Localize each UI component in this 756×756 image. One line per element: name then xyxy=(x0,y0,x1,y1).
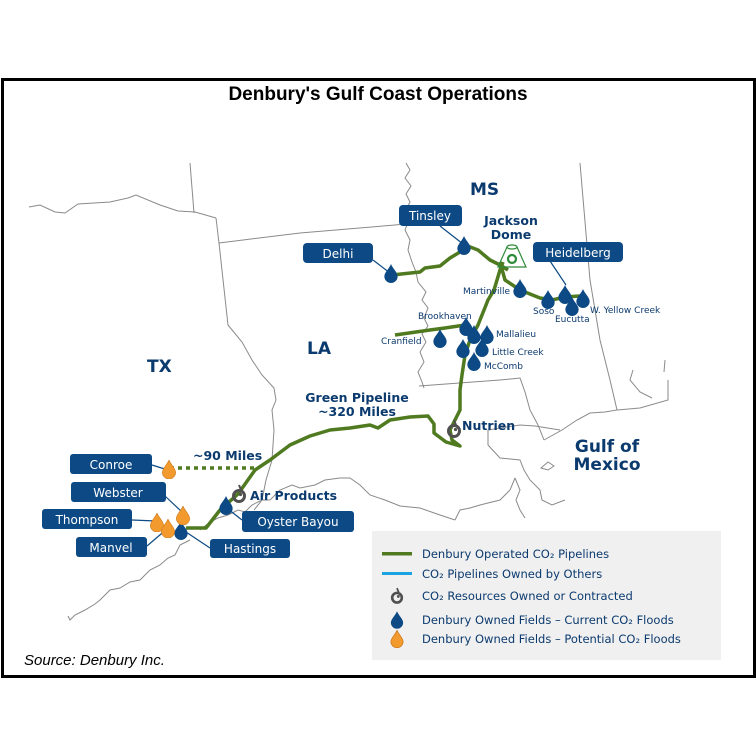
figure-title: Denbury's Gulf Coast Operations xyxy=(228,84,528,105)
gulf-label-line2: Mexico xyxy=(574,455,641,475)
legend-item-denbury-pipelines: Denbury Operated CO₂ Pipelines xyxy=(372,545,609,563)
source-credit: Source: Denbury Inc. xyxy=(24,652,165,669)
nutrien-label: Nutrien xyxy=(462,418,515,433)
label-soso: Soso xyxy=(533,307,555,317)
svg-text:Conroe: Conroe xyxy=(90,458,133,472)
svg-text:Heidelberg: Heidelberg xyxy=(545,246,610,260)
svg-text:Tinsley: Tinsley xyxy=(408,209,451,223)
callout-thompson[interactable]: Thompson xyxy=(42,509,132,529)
callout-manvel[interactable]: Manvel xyxy=(76,537,147,557)
current-flood-drop-icon xyxy=(390,611,404,629)
label-brookhaven: Brookhaven xyxy=(418,312,472,322)
svg-text:Manvel: Manvel xyxy=(89,541,132,555)
delhi-drop-icon xyxy=(384,264,398,283)
svg-text:Oyster Bayou: Oyster Bayou xyxy=(257,515,338,529)
label-cranfield: Cranfield xyxy=(381,337,422,347)
martinville-drop-icon xyxy=(513,279,527,298)
legend-item-co2-resources: CO₂ Resources Owned or Contracted xyxy=(372,587,633,605)
co2-resources xyxy=(232,244,527,503)
green-pipeline-label-line2: ~320 Miles xyxy=(318,404,396,419)
label-eucutta: Eucutta xyxy=(555,315,590,325)
cranfield-drop-icon xyxy=(433,329,447,348)
svg-text:Delhi: Delhi xyxy=(323,247,354,261)
label-w-yellow-creek: W. Yellow Creek xyxy=(590,306,661,316)
co2-resource-icon xyxy=(390,587,404,605)
state-label-la: LA xyxy=(307,339,332,359)
nutrien-co2-icon xyxy=(447,419,461,438)
callout-conroe[interactable]: Conroe xyxy=(70,454,152,474)
air-products-label: Air Products xyxy=(250,488,337,503)
manvel-drop-icon xyxy=(160,519,176,538)
conroe-drop-icon xyxy=(161,460,177,479)
state-label-ms: MS xyxy=(470,180,499,200)
jackson-dome-label-line1: Jackson xyxy=(483,213,538,228)
map-legend: Denbury Operated CO₂ Pipelines CO₂ Pipel… xyxy=(372,531,721,660)
svg-text:Thompson: Thompson xyxy=(55,513,119,527)
conroe-miles-label: ~90 Miles xyxy=(193,448,262,463)
callout-tinsley[interactable]: Tinsley xyxy=(399,205,462,226)
field-callouts: Tinsley Delhi Heidelberg Conroe Webster … xyxy=(42,205,623,558)
callout-oyster-bayou[interactable]: Oyster Bayou xyxy=(242,511,354,532)
jackson-dome-label-line2: Dome xyxy=(491,227,531,242)
callout-hastings[interactable]: Hastings xyxy=(210,539,290,558)
green-line-icon xyxy=(382,552,412,556)
blue-line-icon xyxy=(382,572,412,575)
w-yellow-creek-drop-icon xyxy=(576,289,590,308)
legend-item-potential-floods: Denbury Owned Fields – Potential CO₂ Flo… xyxy=(372,630,681,648)
legend-item-others-pipelines: CO₂ Pipelines Owned by Others xyxy=(372,565,602,583)
label-little-creek: Little Creek xyxy=(492,348,544,358)
callout-delhi[interactable]: Delhi xyxy=(303,243,373,263)
green-pipeline-label-line1: Green Pipeline xyxy=(305,390,408,405)
gulf-label-line1: Gulf of xyxy=(575,437,640,457)
legend-item-current-floods: Denbury Owned Fields – Current CO₂ Flood… xyxy=(372,611,674,629)
label-mccomb: McComb xyxy=(484,362,523,372)
state-label-tx: TX xyxy=(147,357,172,377)
potential-flood-drop-icon xyxy=(390,630,404,648)
label-martinville: Martinville xyxy=(463,287,511,297)
callout-heidelberg[interactable]: Heidelberg xyxy=(533,242,623,262)
jackson-dome-icon xyxy=(497,244,527,268)
tinsley-drop-icon xyxy=(457,236,471,255)
label-mallalieu: Mallalieu xyxy=(496,330,536,340)
svg-text:Webster: Webster xyxy=(93,486,143,500)
svg-text:Hastings: Hastings xyxy=(224,542,276,556)
callout-webster[interactable]: Webster xyxy=(71,482,166,502)
